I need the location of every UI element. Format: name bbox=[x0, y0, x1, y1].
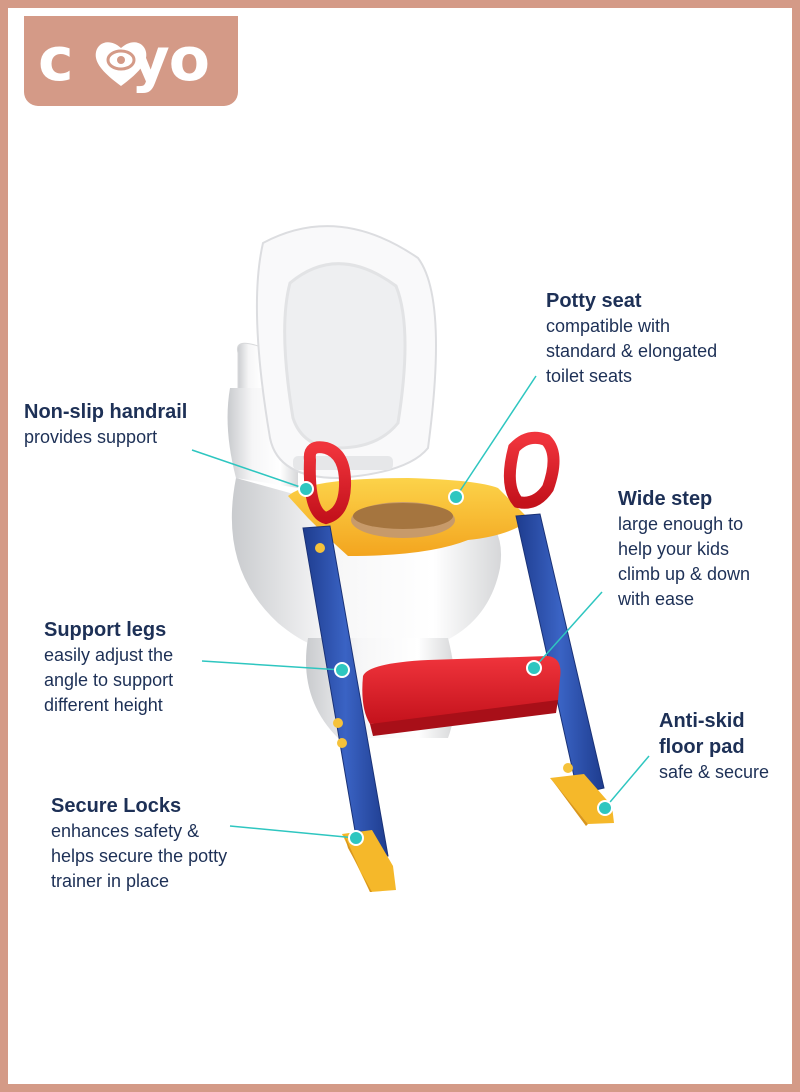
callout-wide-step: Wide step large enough to help your kids… bbox=[618, 486, 750, 612]
callout-desc: large enough to help your kids climb up … bbox=[618, 514, 751, 609]
ladder-rails bbox=[302, 513, 605, 861]
toilet-lid bbox=[255, 225, 437, 480]
callout-desc: enhances safety & helps secure the potty… bbox=[51, 821, 228, 891]
callout-anti-skid: Anti-skid floor pad safe & secure bbox=[659, 708, 769, 785]
callout-title: Wide step bbox=[618, 488, 713, 510]
callout-desc: easily adjust the angle to support diffe… bbox=[44, 645, 174, 715]
handrails bbox=[303, 431, 560, 525]
potty-ladder-illustration bbox=[191, 225, 650, 892]
callout-title: Non-slip handrail bbox=[24, 401, 188, 423]
callout-potty-seat: Potty seat compatible with standard & el… bbox=[546, 288, 717, 389]
callout-title: Support legs bbox=[44, 619, 167, 641]
callout-title: Secure Locks bbox=[51, 795, 182, 817]
callout-secure-locks: Secure Locks enhances safety & helps sec… bbox=[51, 793, 227, 894]
ladder-step bbox=[362, 656, 561, 736]
callout-title: Potty seat bbox=[546, 290, 642, 312]
pacifier-heart-icon bbox=[95, 42, 147, 86]
callout-title: Anti-skid floor pad bbox=[659, 710, 745, 758]
callout-desc: safe & secure bbox=[659, 762, 770, 782]
callout-support-legs: Support legs easily adjust the angle to … bbox=[44, 617, 173, 718]
callout-desc: compatible with standard & elongated toi… bbox=[546, 316, 718, 386]
leader-lines bbox=[191, 375, 650, 839]
callout-markers bbox=[298, 481, 613, 846]
callout-desc: provides support bbox=[24, 427, 158, 447]
callout-handrail: Non-slip handrail provides support bbox=[24, 399, 187, 450]
